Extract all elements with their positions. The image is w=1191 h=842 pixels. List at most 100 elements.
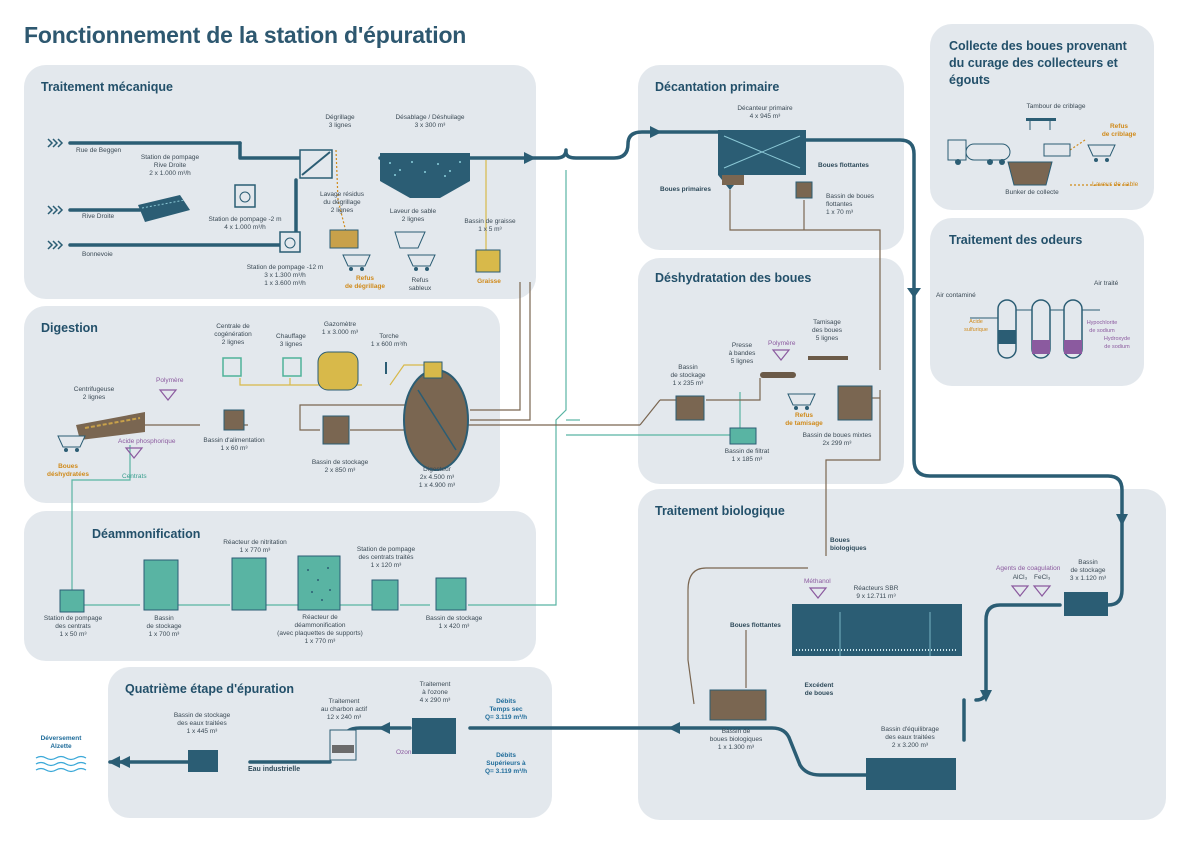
label-cogeneration: Centrale de cogénération 2 lignes xyxy=(214,323,252,346)
panel-title-collecte: Collecte des boues provenant du curage d… xyxy=(949,39,1127,87)
mixed-sludge-tank xyxy=(837,385,873,421)
panel-deshydratation xyxy=(638,258,904,484)
label-refus-criblage: Refus de criblage xyxy=(1101,123,1137,138)
label-bassin-eaux-traitees: Bassin de stockage des eaux traitées 1 x… xyxy=(173,712,231,735)
filtrate-tank xyxy=(729,427,757,445)
drum-screen xyxy=(1026,118,1056,121)
label-boues-biologiques: Boues biologiques xyxy=(830,537,867,552)
label-boues-deshydratees: Boues déshydratées xyxy=(47,463,89,478)
treated-water-tank xyxy=(188,750,218,772)
label-bassin-filtrat: Bassin de filtrat 1 x 185 m³ xyxy=(724,448,770,463)
label-sp-centrats-traites: Station de pompage des centrats traités … xyxy=(356,546,416,569)
panel-title-deammonification: Déammonification xyxy=(92,527,201,541)
screenings-cart-collecte xyxy=(1087,144,1116,162)
panel-title-digestion: Digestion xyxy=(41,321,98,335)
polymer-dose-dewatering xyxy=(771,349,791,361)
label-bassin-stockage-420: Bassin de stockage 1 x 420 m³ xyxy=(425,615,483,630)
sbr-reactors xyxy=(792,604,962,656)
label-sp-rive-droite: Station de pompage Rive Droite 2 x 1.000… xyxy=(140,154,200,177)
label-refus-degrillage: Refus de dégrillage xyxy=(344,275,386,290)
label-bassin-equilibrage: Bassin d'équilibrage des eaux traitées 2… xyxy=(881,726,939,749)
odour-scrubbers xyxy=(970,299,1100,359)
deammonification-reactor xyxy=(297,555,341,611)
label-gazometre: Gazomètre 1 x 3.000 m³ xyxy=(321,321,359,336)
label-hydroxyde: Hydroxyde de sodium xyxy=(1103,336,1131,350)
label-lavage: Lavage résidus du dégrillage 2 lignes xyxy=(319,191,365,214)
floating-sludge-tank xyxy=(795,181,813,199)
label-reacteur-nitritation: Réacteur de nitritation 1 x 770 m³ xyxy=(223,539,287,554)
heating-plant xyxy=(282,357,302,377)
storage-tank-850 xyxy=(322,415,350,445)
label-laveur-sable-collecte: Laveur de sable xyxy=(1092,181,1139,188)
label-acide-sulfurique: Acide sulfurique xyxy=(964,319,988,333)
label-hypochlorite: Hypochlorite de sodium xyxy=(1086,320,1118,334)
label-bunker: Bunker de collecte xyxy=(1005,189,1059,196)
polymer-dose-digestion xyxy=(158,389,178,401)
label-agents-coagulation: Agents de coagulation xyxy=(996,565,1061,572)
label-deversement-alzette: Déversement Alzette xyxy=(40,735,82,750)
panel-title-biologique: Traitement biologique xyxy=(655,504,785,518)
flare xyxy=(385,362,387,374)
label-ozon: Ozon xyxy=(396,749,412,756)
cogeneration-plant xyxy=(222,357,242,377)
label-reacteurs-sbr: Réacteurs SBR 9 x 12.711 m³ xyxy=(853,585,899,600)
label-bassin-stockage-1120: Bassin de stockage 3 x 1.120 m³ xyxy=(1069,559,1107,582)
label-rive-droite: Rive Droite xyxy=(82,213,115,220)
storage-tank-700 xyxy=(143,559,179,611)
label-alcl3: AlCl₃ xyxy=(1012,574,1028,581)
label-decanteur: Décanteur primaire 4 x 945 m³ xyxy=(737,105,793,120)
label-bassin-boues-mixtes: Bassin de boues mixtes 2x 299 m³ xyxy=(802,432,872,447)
screenings-lines xyxy=(335,139,1130,241)
label-boues-flottantes-bio: Boues flottantes xyxy=(730,622,781,629)
centrifuge xyxy=(76,412,145,440)
label-traitement-ozone: Traitement à l'ozone 4 x 290 m³ xyxy=(419,681,451,704)
pump-station-2m xyxy=(234,184,256,208)
collection-truck xyxy=(947,139,1011,165)
label-reacteur-deam: Réacteur de déammonification (avec plaqu… xyxy=(277,614,363,645)
fecl3-dose xyxy=(1032,585,1052,597)
label-bassin-stockage-700: Bassin de stockage 1 x 700 m³ xyxy=(146,615,182,638)
label-polymere-dewatering: Polymère xyxy=(768,340,796,347)
screenings-cart xyxy=(342,254,371,271)
label-charbon-actif: Traitement au charbon actif 12 x 240 m³ xyxy=(320,698,368,721)
inlet-chevrons xyxy=(47,138,64,250)
label-sp-centrats: Station de pompage des centrats 1 x 50 m… xyxy=(43,615,103,638)
panel-title-odeurs: Traitement des odeurs xyxy=(949,233,1083,247)
sand-cart xyxy=(407,254,436,271)
grease-tank xyxy=(475,249,501,273)
grit-chamber xyxy=(380,153,470,198)
panel-title-decantation: Décantation primaire xyxy=(655,80,780,94)
label-tambour: Tambour de criblage xyxy=(1026,103,1086,110)
pump-station-rive-droite xyxy=(138,195,190,222)
page-title: Fonctionnement de la station d'épuration xyxy=(24,22,467,48)
label-presse: Presse à bandes 5 lignes xyxy=(728,342,756,365)
label-graisse: Graisse xyxy=(477,278,501,285)
label-tamisage: Tamisage des boues 5 lignes xyxy=(812,319,842,342)
panel-title-quatrieme: Quatrième étape d'épuration xyxy=(125,682,294,696)
label-boues-primaires: Boues primaires xyxy=(660,186,711,193)
ozone-treatment xyxy=(412,718,456,754)
label-debits-superieurs: Débits Supérieurs à Q= 3.119 m³/h xyxy=(484,752,528,775)
screenings-washer xyxy=(329,229,359,249)
bio-sludge-tank xyxy=(709,689,767,721)
sand-washer xyxy=(394,231,426,249)
label-bassin-graisse: Bassin de graisse 1 x 5 m³ xyxy=(464,218,516,233)
label-air-contamine: Air contaminé xyxy=(936,292,976,299)
label-bassin-boues-bio: Bassin de boues biologiques 1 x 1.300 m³ xyxy=(709,728,763,751)
label-chauffage: Chauffage 3 lignes xyxy=(276,333,306,348)
alcl3-dose xyxy=(1010,585,1030,597)
label-sp-12m: Station de pompage -12 m 3 x 1.300 m³/h … xyxy=(246,264,324,287)
panel-title-deshydratation: Déshydratation des boues xyxy=(655,271,812,285)
label-centrifugeuse: Centrifugeuse 2 lignes xyxy=(73,386,115,401)
river-waves xyxy=(35,755,87,773)
label-bassin-boues-flottantes: Bassin de boues flottantes 1 x 70 m³ xyxy=(826,193,875,216)
label-acide-phosphorique: Acide phosphorique xyxy=(118,438,176,445)
belt-press xyxy=(760,372,796,378)
label-bassin-stockage-235: Bassin de stockage 1 x 235 m³ xyxy=(670,364,706,387)
pump-station-12m xyxy=(279,231,301,253)
label-debits-temps-sec: Débits Temps sec Q= 3.119 m³/h xyxy=(484,698,528,721)
feed-tank xyxy=(223,409,245,431)
label-dessablage: Désablage / Déshuilage 3 x 300 m³ xyxy=(395,114,465,129)
label-refus-tamisage: Refus de tamisage xyxy=(785,412,823,427)
